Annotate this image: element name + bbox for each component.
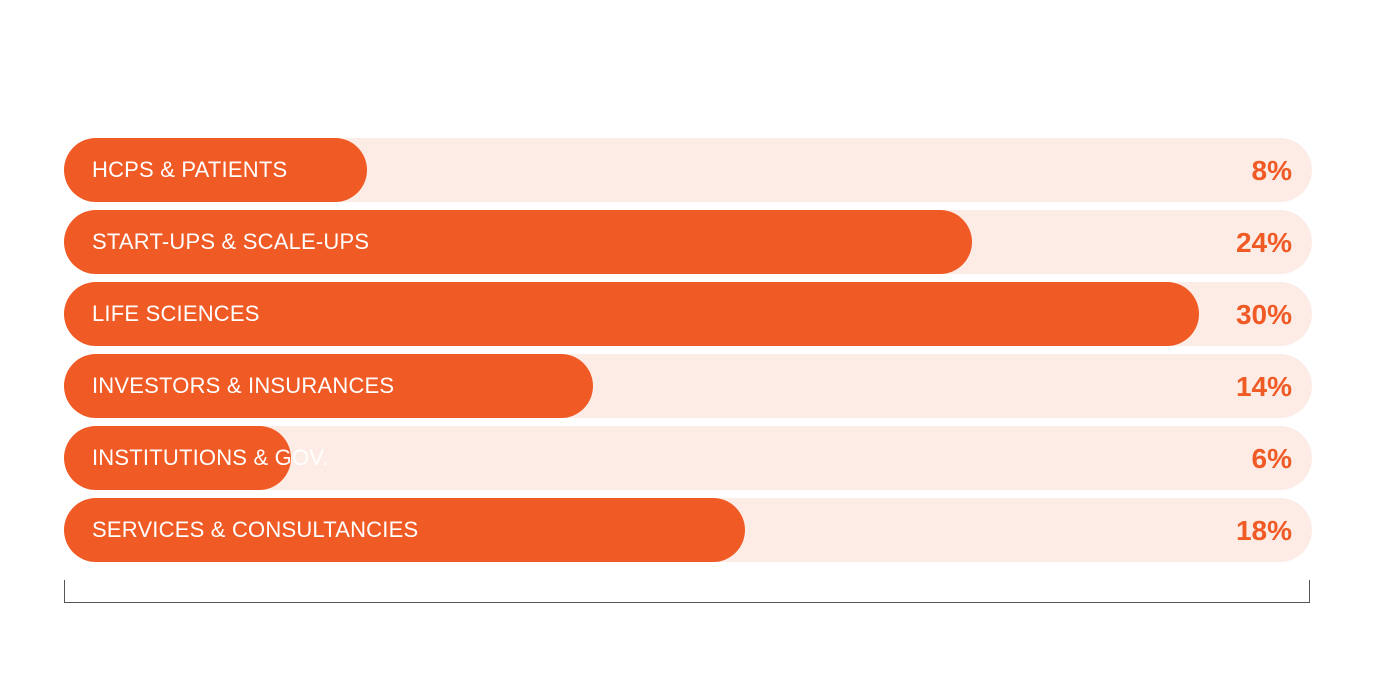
axis-bracket	[64, 580, 1310, 603]
bar-value-label: 30%	[1235, 299, 1292, 330]
bar-label: INVESTORS & INSURANCES	[92, 373, 395, 398]
bar	[64, 426, 291, 490]
bar	[64, 354, 593, 418]
bar-value-label: 18%	[1235, 515, 1292, 546]
bar	[64, 498, 745, 562]
bar	[64, 282, 1199, 346]
bar-track: LIFE SCIENCES 30%	[64, 282, 1312, 346]
bar-label: LIFE SCIENCES	[92, 301, 260, 326]
bar-track: INSTITUTIONS & GOV. 6%	[64, 426, 1312, 490]
bar-value-label: 14%	[1235, 371, 1292, 402]
bar-label: SERVICES & CONSULTANCIES	[92, 517, 419, 542]
bar-value-label: 8%	[1251, 155, 1292, 186]
bar-label: HCPS & PATIENTS	[92, 157, 288, 182]
bar-label: INSTITUTIONS & GOV.	[92, 445, 329, 470]
bar-value-label: 24%	[1235, 227, 1292, 258]
bar	[64, 138, 367, 202]
bar	[64, 210, 972, 274]
bar-value-label: 6%	[1251, 443, 1292, 474]
bar-label: START-UPS & SCALE-UPS	[92, 229, 370, 254]
bar-track: INVESTORS & INSURANCES 14%	[64, 354, 1312, 418]
bar-track: SERVICES & CONSULTANCIES 18%	[64, 498, 1312, 562]
bar-track: HCPS & PATIENTS 8%	[64, 138, 1312, 202]
bar-track: START-UPS & SCALE-UPS 24%	[64, 210, 1312, 274]
